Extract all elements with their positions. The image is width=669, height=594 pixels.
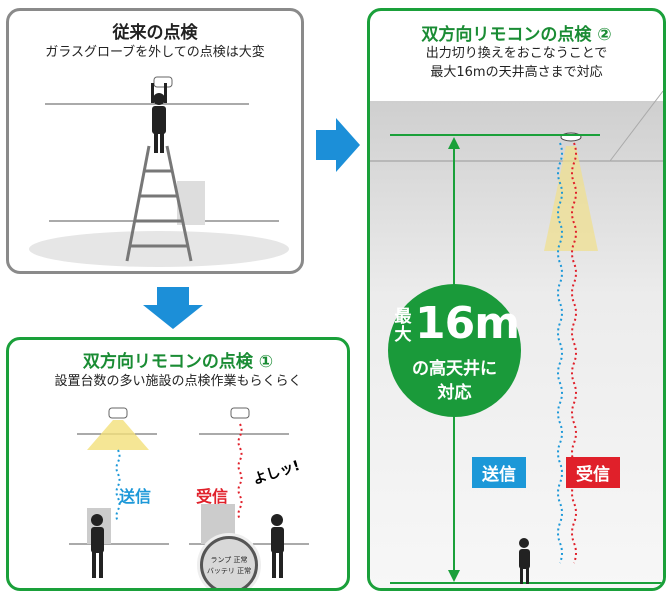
remote-inspection-panel-2: 双方向リモコンの点検 ② 出力切り換えをおこなうことで 最大16mの天井高さまで… bbox=[367, 8, 666, 591]
badge-height: 16m bbox=[415, 298, 520, 349]
send-label: 送信 bbox=[119, 487, 152, 506]
send-tag: 送信 bbox=[472, 457, 526, 488]
send-signal bbox=[557, 142, 563, 564]
light-fixture-icon bbox=[153, 76, 173, 88]
light-beam bbox=[87, 420, 149, 450]
panel-subtitle: ガラスグローブを外しての点検は大変 bbox=[45, 45, 265, 60]
light-fixture-icon bbox=[108, 407, 128, 419]
remote-illustration-1 bbox=[69, 407, 309, 578]
max-height-badge: 最大 16m の高天井に 対応 bbox=[388, 284, 521, 417]
send-signal bbox=[115, 449, 121, 523]
ladder-icon bbox=[125, 145, 193, 262]
badge-line-1: の高天井に bbox=[412, 359, 497, 379]
worker-icon bbox=[519, 538, 530, 584]
panel-title: 双方向リモコンの点検 ② bbox=[421, 25, 612, 45]
receive-signal bbox=[571, 142, 577, 564]
remote-inspection-panel-1: 双方向リモコンの点検 ① 設置台数の多い施設の点検作業もらくらく 送信 受信 よ… bbox=[6, 337, 350, 591]
badge-max: 最大 bbox=[394, 307, 412, 345]
panel-title: 従来の点検 bbox=[112, 23, 198, 43]
badge-line-2: 対応 bbox=[437, 383, 472, 403]
traditional-inspection-panel: 従来の点検 ガラスグローブを外しての点検は大変 bbox=[6, 8, 304, 274]
light-beam bbox=[544, 146, 598, 251]
arrow-down-icon bbox=[143, 287, 203, 329]
worker-icon bbox=[271, 514, 284, 578]
lamp-status: ランプ 正常 bbox=[210, 556, 248, 564]
worker-icon bbox=[91, 514, 104, 578]
receive-signal bbox=[237, 423, 243, 521]
receive-label: 受信 bbox=[196, 487, 229, 506]
panel-subtitle: 設置台数の多い施設の点検作業もらくらく bbox=[54, 374, 302, 389]
receive-tag: 受信 bbox=[566, 457, 620, 488]
ladder-illustration bbox=[29, 76, 289, 267]
worker-icon bbox=[151, 83, 167, 153]
panel-title: 双方向リモコンの点検 ① bbox=[82, 352, 274, 372]
battery-status: バッテリ 正常 bbox=[206, 567, 252, 575]
light-fixture-icon bbox=[230, 407, 250, 419]
high-ceiling-illustration bbox=[370, 90, 663, 584]
arrow-right-icon bbox=[316, 118, 360, 172]
panel-subtitle: 出力切り換えをおこなうことで 最大16mの天井高さまで対応 bbox=[425, 46, 608, 80]
